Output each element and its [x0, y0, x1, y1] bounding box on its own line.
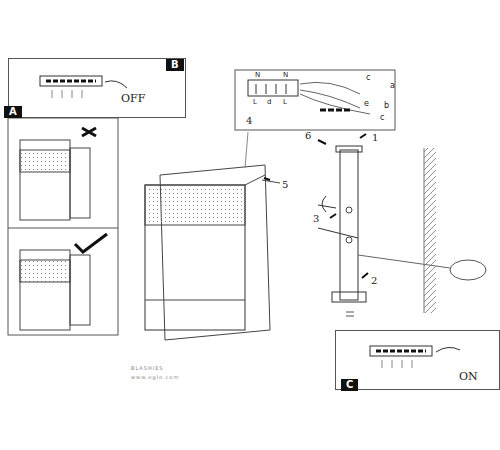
- terminal-label: L: [253, 99, 257, 106]
- callout-number: 3: [313, 214, 319, 224]
- callout-number: 2: [371, 276, 377, 286]
- terminal-label: d: [267, 99, 271, 106]
- terminal-label: c: [380, 114, 384, 122]
- terminal-label: a: [390, 82, 395, 90]
- watermark: BLASHIES: [131, 366, 164, 371]
- terminal-label: e: [364, 100, 369, 108]
- callout-number: 5: [282, 180, 288, 190]
- panel-letter: C: [341, 379, 358, 391]
- callout-number: 6: [305, 131, 311, 141]
- terminal-label: N: [255, 72, 260, 79]
- watermark: www.eglo.com: [131, 375, 179, 380]
- callout-number: 4: [246, 116, 252, 126]
- terminal-label: L: [283, 99, 287, 106]
- panel-box: C ON: [335, 330, 500, 390]
- terminal-label: N: [283, 72, 288, 79]
- panel-letter: A: [4, 106, 22, 118]
- terminal-label: c: [366, 74, 370, 82]
- terminal-label: b: [384, 102, 389, 110]
- panel-box: B OFF: [8, 58, 186, 118]
- switch-state: OFF: [121, 93, 145, 104]
- switch-state: ON: [459, 371, 478, 382]
- panel-letter: B: [166, 59, 184, 71]
- callout-number: 1: [372, 133, 378, 143]
